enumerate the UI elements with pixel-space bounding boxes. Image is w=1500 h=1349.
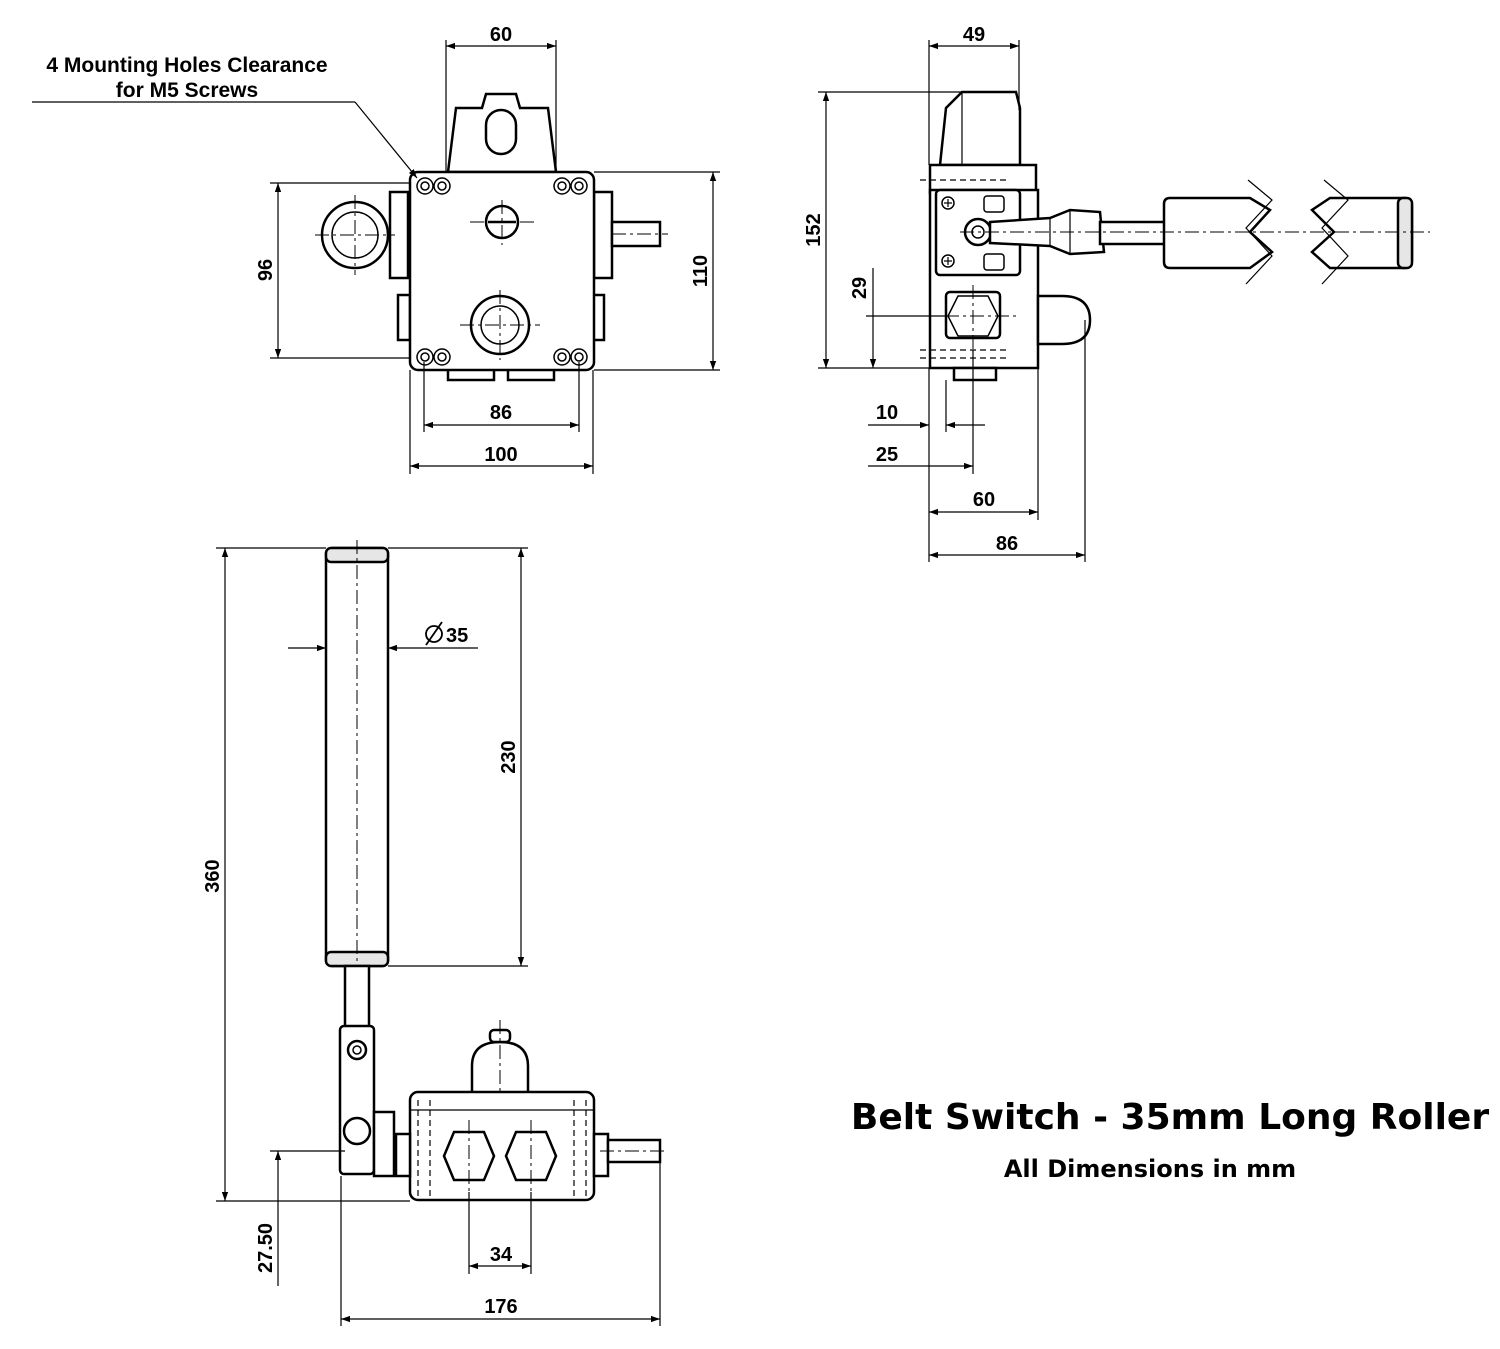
side-dim-60: 60 [973,489,995,511]
elev-dim-overall-height: 360 [202,859,224,892]
diameter-symbol [425,621,443,646]
side-shaft [1098,220,1172,246]
side-dim-25: 25 [876,444,898,466]
note-line-1: 4 Mounting Holes Clearance [46,54,327,77]
elev-dim-offset: 27.50 [255,1223,277,1273]
front-view: 60 96 110 86 100 4 Mounting Holes Cleara… [32,24,720,474]
elev-body [408,1090,596,1202]
front-dim-height-right: 110 [690,255,712,287]
side-roller-left [1162,196,1274,270]
note-line-2: for M5 Screws [116,79,258,102]
title-block: Belt Switch - 35mm Long Roller All Dimen… [851,1097,1489,1183]
elevation-dimensions: 360 230 35 27.50 34 [202,547,661,1326]
side-dim-top-width: 49 [963,24,985,46]
side-dome [1036,294,1092,346]
front-dim-hole-spacing: 86 [490,402,512,424]
front-body [408,170,596,372]
elev-shaft [343,964,371,1030]
side-upper-body [928,163,1038,195]
side-view: 49 152 29 10 25 60 [803,24,1430,562]
side-dimensions: 49 152 29 10 25 60 [803,24,1086,562]
elev-left-collar [372,1110,396,1178]
elevation-view: 360 230 35 27.50 34 [202,540,668,1326]
mounting-note: 4 Mounting Holes Clearance for M5 Screws [32,54,418,179]
elev-dim-roller-length: 230 [498,740,520,773]
front-dim-top-width: 60 [490,24,512,46]
front-left-lug [396,293,412,342]
front-dimensions: 60 96 110 86 100 [255,24,720,474]
front-top-slot [484,108,518,156]
drawing-title: Belt Switch - 35mm Long Roller [851,1097,1489,1138]
front-dim-overall-width: 100 [484,444,517,466]
elev-dim-port-spacing: 34 [490,1244,513,1266]
side-dim-86: 86 [996,533,1018,555]
side-dim-shaft-height: 29 [849,277,871,299]
elev-dim-roller-diameter: 35 [446,625,468,647]
front-right-collar [592,190,614,280]
front-dim-height-left: 96 [255,259,277,281]
side-dim-height: 152 [803,213,825,246]
mounting-holes [416,177,588,366]
elev-dim-overall-width: 176 [484,1296,517,1318]
side-top-cap [938,90,1022,167]
side-bottom-foot [952,366,998,382]
side-dim-10: 10 [876,402,898,424]
drawing-subtitle: All Dimensions in mm [1004,1155,1296,1183]
